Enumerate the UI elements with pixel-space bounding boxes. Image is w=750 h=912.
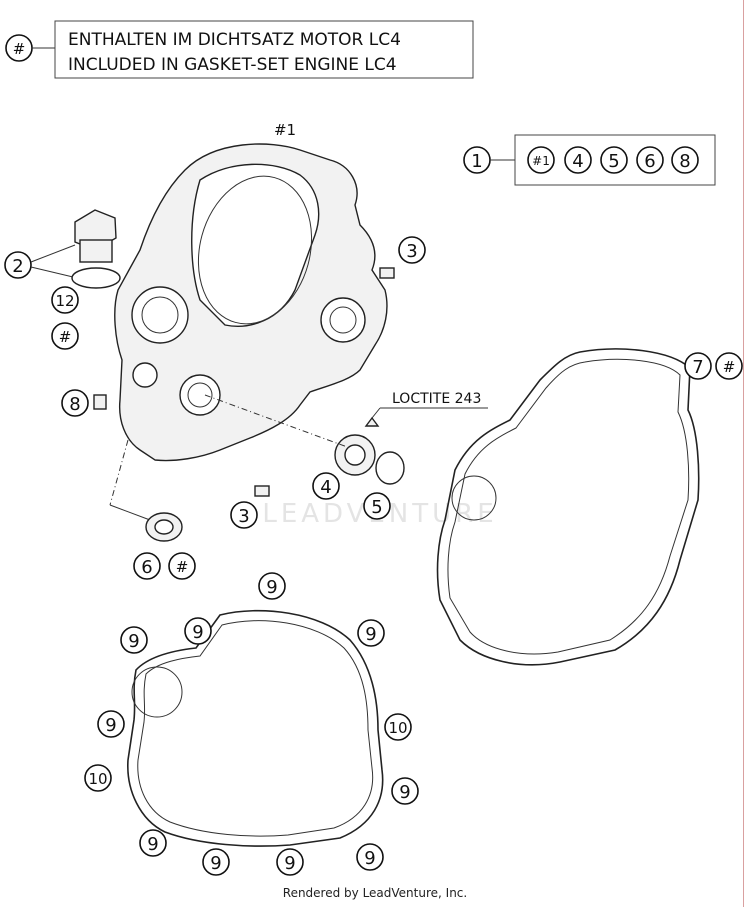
legend-marker: #	[13, 40, 26, 58]
kit-item-2: 4	[572, 151, 583, 172]
callout-9h: 9	[210, 853, 221, 874]
screw-top: 3	[379, 236, 426, 279]
callout-9j: 9	[364, 848, 375, 869]
kit-group: 1 #1 4 5 6 8	[463, 134, 716, 186]
callout-12: 12	[51, 286, 79, 314]
callout-9b: 9	[128, 631, 139, 652]
shaft-seal-4: 4	[204, 394, 376, 500]
seal-ring-6: 6 #	[109, 439, 196, 580]
callout-6-hash: #	[176, 558, 189, 576]
callout-7-hash: #	[723, 358, 736, 376]
legend-line-en: INCLUDED IN GASKET-SET ENGINE LC4	[68, 55, 397, 75]
legend: # ENTHALTEN IM DICHTSATZ MOTOR LC4 INCLU…	[5, 20, 474, 79]
page-edge-line	[743, 0, 744, 907]
svg-text:2: 2	[12, 256, 23, 277]
gasket-callouts: 9 9 9 9 9 10 10 9 9 9 9 9	[84, 572, 419, 876]
callout-9a: 9	[266, 577, 277, 598]
callout-10b: 10	[88, 770, 107, 788]
callout-4: 4	[320, 477, 331, 498]
svg-text:#: #	[59, 328, 72, 346]
callout-5: 5	[371, 497, 382, 518]
kit-number: 1	[471, 151, 482, 172]
callout-9e: 9	[105, 715, 116, 736]
svg-text:12: 12	[55, 292, 74, 310]
callout-9i: 9	[284, 853, 295, 874]
cover-ref-label: #1	[274, 121, 296, 139]
oil-plug	[71, 209, 121, 289]
callout-6: 6	[141, 557, 152, 578]
clutch-cover: #1	[114, 121, 388, 462]
plug-8: 8	[61, 389, 107, 417]
callout-9c: 9	[192, 622, 203, 643]
kit-item-4: 6	[644, 151, 655, 172]
legend-box	[54, 20, 474, 79]
kit-item-1: #1	[532, 154, 550, 168]
screw-bottom: 3	[230, 485, 270, 529]
circlip-5: 5	[363, 451, 405, 520]
callout-7: 7	[692, 357, 703, 378]
footer-credit: Rendered by LeadVenture, Inc.	[282, 886, 468, 900]
callout-12-hash: #	[51, 322, 79, 350]
loctite-label: LOCTITE 243	[364, 391, 488, 427]
kit-item-3: 5	[608, 151, 619, 172]
callout-9f: 9	[399, 782, 410, 803]
callout-10a: 10	[388, 719, 407, 737]
callout-9d: 9	[365, 624, 376, 645]
gasket-7: 7 #	[436, 348, 743, 666]
callout-2: 2	[4, 244, 76, 279]
loctite-text: LOCTITE 243	[392, 391, 481, 407]
callout-3a: 3	[406, 241, 417, 262]
kit-item-5: 8	[679, 151, 690, 172]
legend-line-de: ENTHALTEN IM DICHTSATZ MOTOR LC4	[68, 30, 401, 50]
callout-9g: 9	[147, 834, 158, 855]
gasket-bottom	[127, 609, 384, 847]
callout-3b: 3	[238, 506, 249, 527]
callout-8: 8	[69, 394, 80, 415]
